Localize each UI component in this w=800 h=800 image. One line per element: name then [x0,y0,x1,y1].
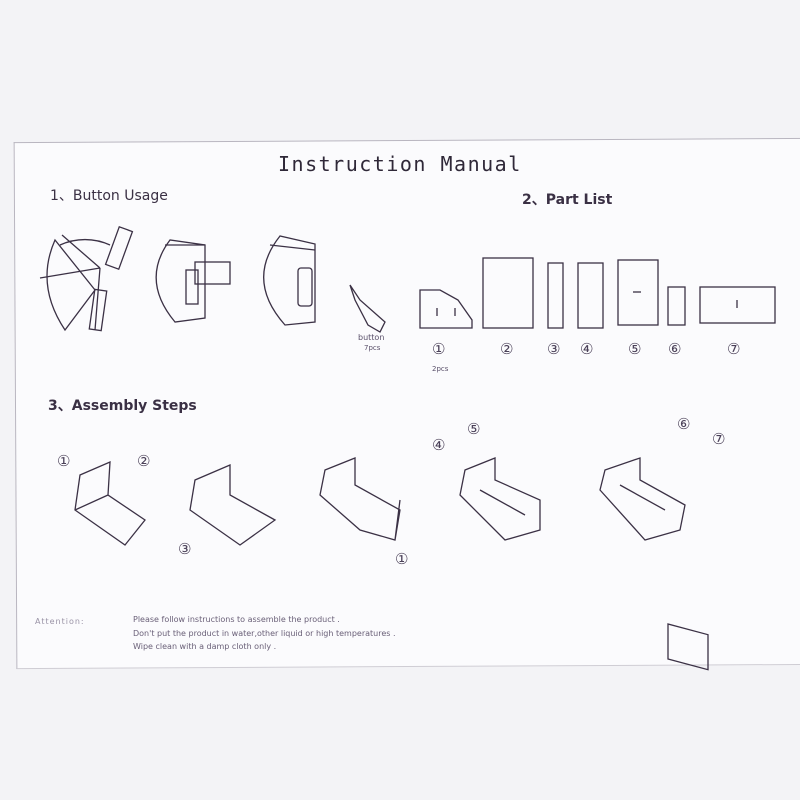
part-6 [667,286,686,326]
assembly-step-1 [74,460,146,546]
button-usage-diagram-3 [263,235,316,326]
part-1 [419,289,473,329]
assembly-step-3 [319,457,401,541]
step1-label-part1: ① [57,452,71,470]
part-7 [699,286,776,324]
button-usage-diagram-2 [155,239,231,323]
step3-label-part1: ① [395,550,409,568]
section-part-list: 2、Part List [522,192,613,208]
section-assembly-steps: 3、Assembly Steps [48,398,197,414]
step4-label-part5: ⑤ [467,420,481,438]
attention-line-1: Please follow instructions to assemble t… [133,615,340,624]
part-number-4: ④ [580,340,594,358]
attention-line-2: Don't put the product in water,other liq… [133,629,396,638]
button-quantity: 7pcs [364,344,381,352]
part-1-quantity: 2pcs [432,365,449,373]
step1-label-part2: ② [137,452,151,470]
part-number-6: ⑥ [668,340,682,358]
part-number-1: ① [432,340,446,358]
part-4 [577,262,604,329]
part-3 [547,262,564,329]
step5-label-part6: ⑥ [677,415,691,433]
assembly-step-5 [599,457,709,671]
step5-label-part7: ⑦ [712,430,726,448]
part-number-5: ⑤ [628,340,642,358]
assembly-step-4 [459,457,541,541]
step2-label-part3: ③ [178,540,192,558]
part-5 [617,259,659,326]
button-usage-diagram-1 [39,225,134,332]
button-label: button [358,333,385,342]
part-number-7: ⑦ [727,340,741,358]
attention-line-3: Wipe clean with a damp cloth only . [133,642,277,651]
assembly-step-2 [189,464,277,546]
section-button-usage: 1、Button Usage [50,188,168,204]
step4-label-part4: ④ [432,436,446,454]
attention-label: Attention: [35,617,85,626]
button-part [349,284,386,333]
page-title: Instruction Manual [278,152,522,176]
part-number-2: ② [500,340,514,358]
part-2 [482,257,534,329]
part-number-3: ③ [547,340,561,358]
